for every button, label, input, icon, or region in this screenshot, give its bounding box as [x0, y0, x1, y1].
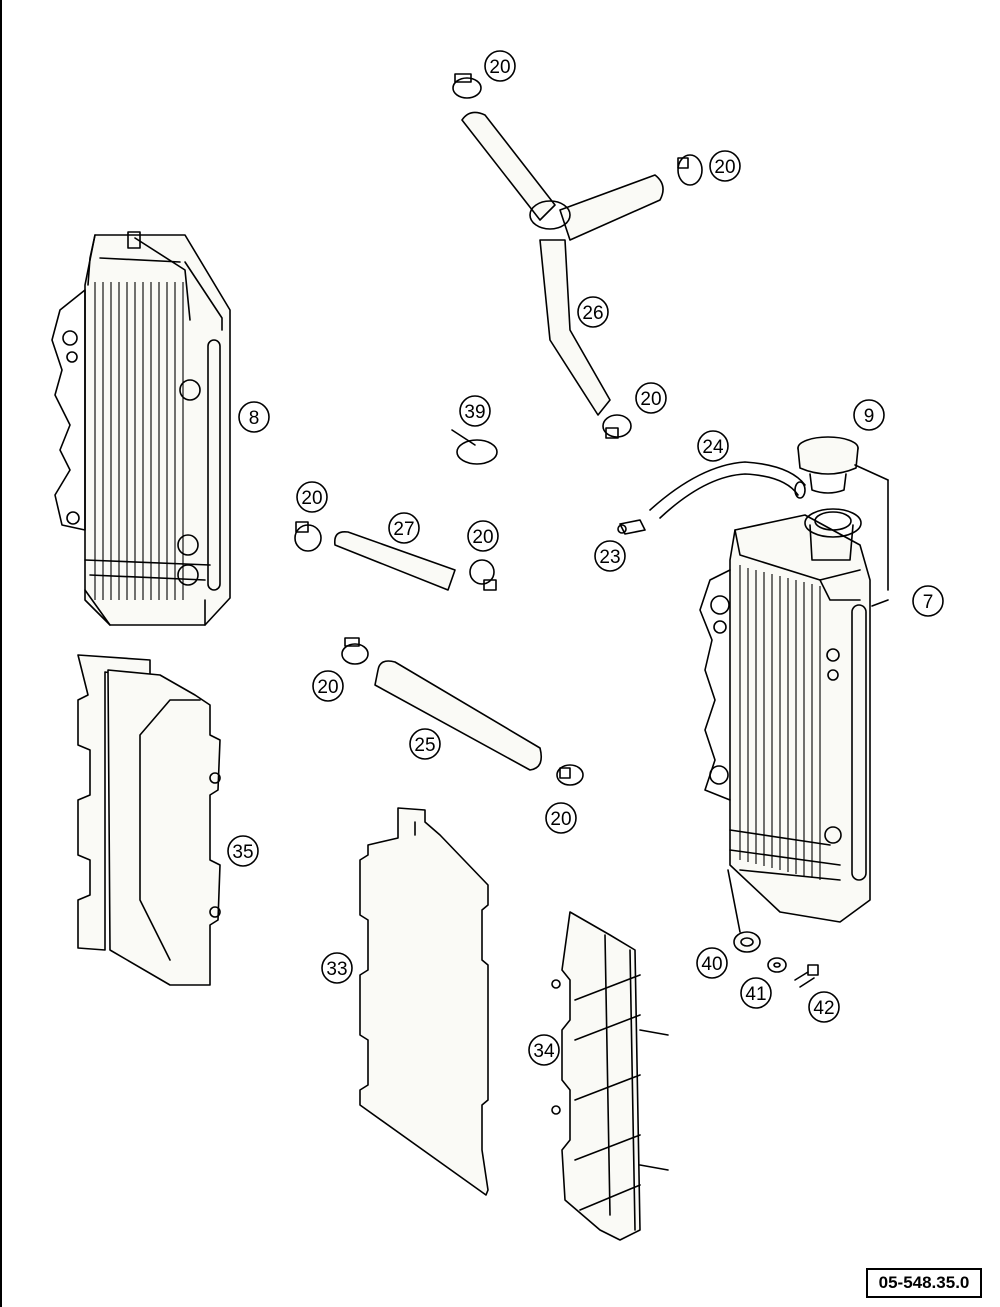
- guard-35: [77, 654, 221, 986]
- hose-clamp-mid: [602, 414, 632, 439]
- svg-text:34: 34: [533, 1041, 555, 1062]
- svg-text:20: 20: [714, 157, 735, 178]
- hose-clamp-lower-left: [341, 637, 369, 665]
- callout-39: 39: [459, 395, 491, 427]
- callout-20-top: 20: [484, 50, 516, 82]
- svg-text:20: 20: [550, 809, 571, 830]
- callout-20-top-right: 20: [709, 150, 741, 182]
- hose-25: [374, 660, 543, 771]
- callout-20-right: 20: [467, 520, 499, 552]
- y-hose: [461, 111, 664, 416]
- svg-text:8: 8: [249, 408, 260, 429]
- callout-8: 8: [238, 401, 270, 433]
- grille-33: [359, 807, 489, 1196]
- callout-40: 40: [696, 947, 728, 979]
- svg-text:39: 39: [464, 402, 485, 423]
- hose-clamp-top: [452, 73, 482, 99]
- cable-tie-39: [451, 429, 498, 465]
- callout-20-lower-right: 20: [545, 802, 577, 834]
- callout-35: 35: [227, 835, 259, 867]
- svg-text:35: 35: [232, 842, 253, 863]
- left-radiator: [51, 231, 231, 626]
- callout-20-lower-left: 20: [312, 670, 344, 702]
- svg-text:27: 27: [393, 519, 414, 540]
- radiator-cap: [797, 436, 889, 607]
- callout-42: 42: [808, 991, 840, 1023]
- svg-text:25: 25: [414, 735, 435, 756]
- screw-42: [794, 964, 819, 988]
- callout-26: 26: [577, 296, 609, 328]
- grommet-40: [733, 931, 761, 953]
- fitting-23: [617, 519, 646, 535]
- callout-24: 24: [697, 430, 729, 462]
- hose-clamp-lower-right: [556, 764, 584, 786]
- callout-20-mid: 20: [635, 382, 667, 414]
- svg-text:23: 23: [599, 547, 620, 568]
- callout-27: 27: [388, 512, 420, 544]
- hose-27: [333, 530, 456, 591]
- callout-9: 9: [853, 399, 885, 431]
- hose-clamp-left: [294, 521, 322, 552]
- svg-text:41: 41: [745, 984, 766, 1005]
- svg-text:20: 20: [640, 389, 661, 410]
- document-number: 05-548.35.0: [866, 1268, 982, 1298]
- hose-24: [649, 461, 806, 511]
- svg-text:24: 24: [702, 437, 724, 458]
- svg-text:20: 20: [472, 527, 493, 548]
- svg-text:42: 42: [813, 998, 834, 1019]
- callouts: 20 20 26 20 39 9 8 24 20 27 20 23 7 20 2…: [227, 50, 944, 1066]
- svg-text:9: 9: [864, 406, 875, 427]
- svg-text:26: 26: [582, 303, 603, 324]
- svg-text:20: 20: [301, 488, 322, 509]
- svg-text:20: 20: [489, 57, 510, 78]
- hose-clamp-top-right: [677, 154, 703, 186]
- callout-25: 25: [409, 728, 441, 760]
- right-radiator: [699, 508, 871, 933]
- washer-41: [767, 957, 787, 973]
- svg-text:40: 40: [701, 954, 722, 975]
- callout-33: 33: [321, 952, 353, 984]
- callout-41: 41: [740, 977, 772, 1009]
- svg-text:33: 33: [326, 959, 347, 980]
- callout-34: 34: [528, 1034, 560, 1066]
- svg-text:20: 20: [317, 677, 338, 698]
- svg-text:7: 7: [923, 592, 934, 613]
- callout-20-left: 20: [296, 481, 328, 513]
- callout-23: 23: [594, 540, 626, 572]
- callout-7: 7: [912, 585, 944, 617]
- grille-34: [551, 911, 669, 1241]
- hose-clamp-right: [469, 559, 497, 591]
